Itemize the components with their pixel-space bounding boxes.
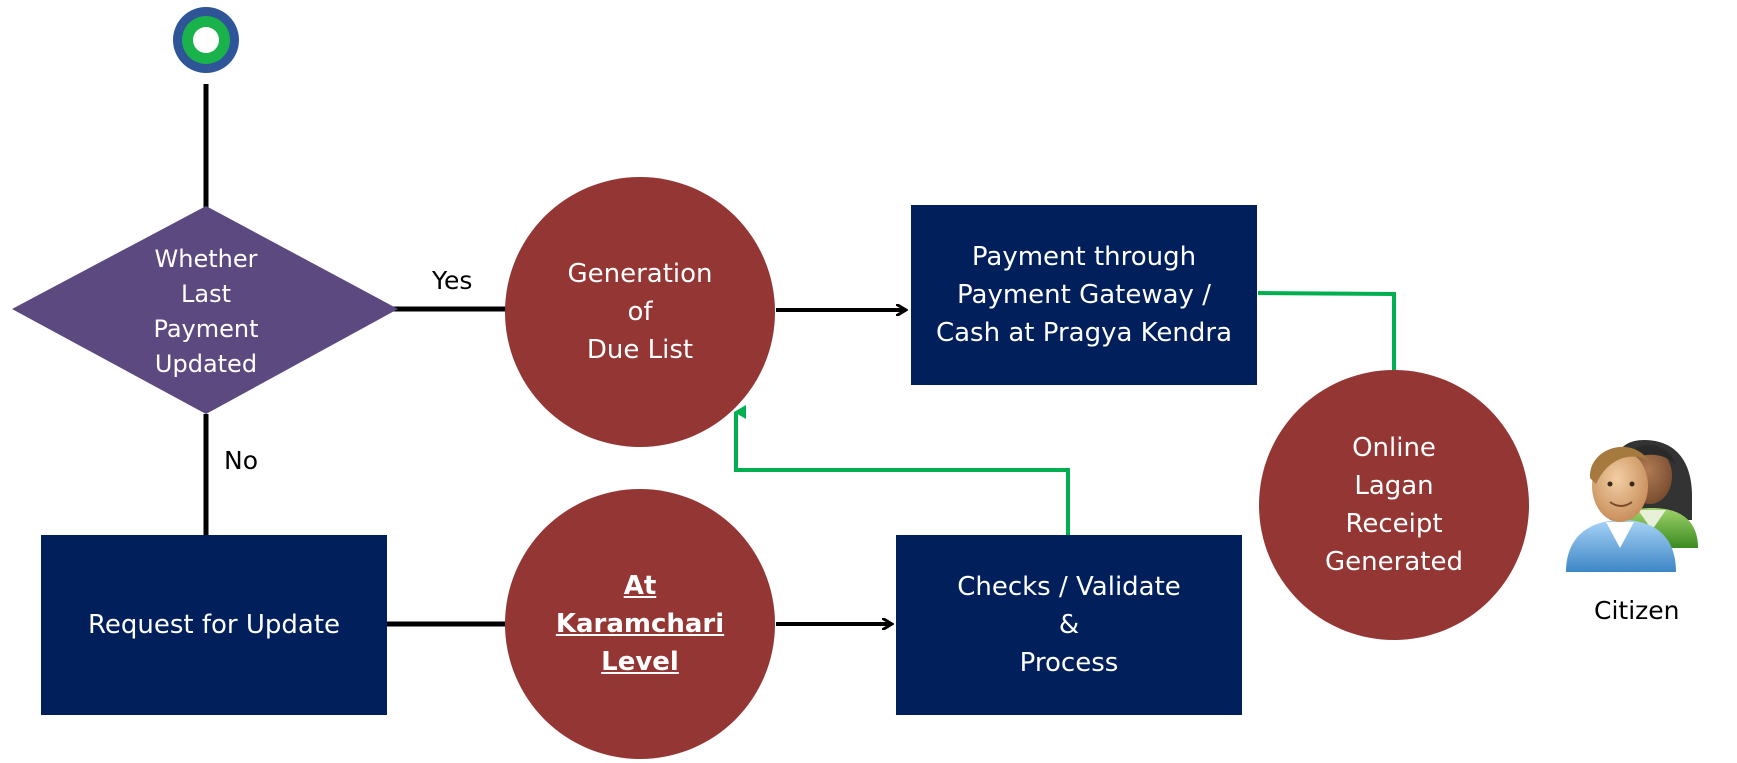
decision-diamond <box>12 206 398 414</box>
generation-due-list-label: Generation of Due List <box>520 232 760 392</box>
receipt-generated-label: Online Lagan Receipt Generated <box>1274 410 1514 600</box>
connector-checks-to-duelist <box>734 405 1070 535</box>
request-update-text: Request for Update <box>87 610 341 640</box>
checks-validate-label: Checks / Validate & Process <box>896 535 1242 715</box>
edge-label-yes: Yes <box>432 266 473 295</box>
users-icon <box>1566 440 1698 572</box>
decision-label-text: Whether Last Payment Updated <box>153 245 259 378</box>
payment-gateway-text: Payment through Payment Gateway / Cash a… <box>935 242 1233 348</box>
checks-validate-box <box>896 535 1242 715</box>
start-center <box>193 27 219 53</box>
karamchari-level-text: At Karamchari Level <box>555 571 725 677</box>
receipt-generated-circle <box>1259 370 1529 640</box>
connector-payment-to-receipt <box>1257 291 1396 372</box>
request-update-box <box>41 535 387 715</box>
edge-label-no: No <box>224 446 258 475</box>
karamchari-level-label: At Karamchari Level <box>520 544 760 704</box>
checks-validate-text: Checks / Validate & Process <box>957 572 1181 678</box>
generation-due-list-text: Generation of Due List <box>567 259 713 365</box>
request-update-label: Request for Update <box>41 535 387 715</box>
karamchari-level-circle <box>505 489 775 759</box>
start-node <box>173 7 239 73</box>
citizen-label: Citizen <box>1594 596 1680 625</box>
generation-due-list-circle <box>505 177 775 447</box>
payment-gateway-label: Payment through Payment Gateway / Cash a… <box>911 205 1257 385</box>
payment-gateway-box <box>911 205 1257 385</box>
receipt-generated-text: Online Lagan Receipt Generated <box>1325 433 1463 577</box>
decision-label: Whether Last Payment Updated <box>96 232 316 392</box>
